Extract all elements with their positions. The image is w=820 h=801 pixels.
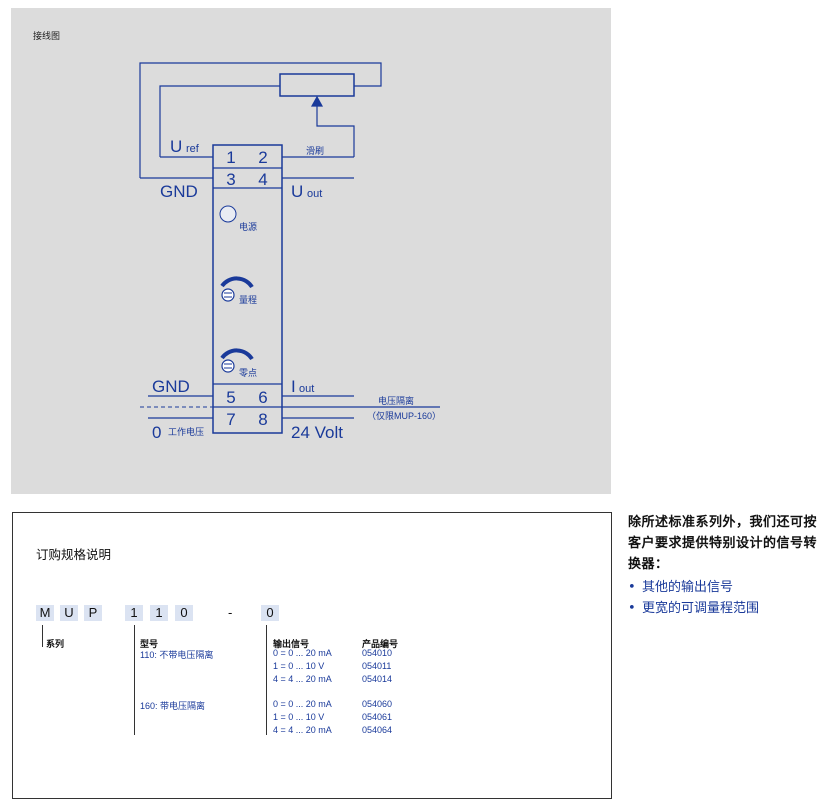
terminal-5: 5 bbox=[226, 388, 235, 407]
product-160-0: 054060 bbox=[362, 699, 393, 709]
wire-outer-loop bbox=[139, 62, 382, 178]
list-item: 其他的输出信号 bbox=[628, 577, 820, 598]
code-cell-1a: 1 bbox=[125, 605, 143, 621]
custom-options-text: 除所述标准系列外，我们还可按客户要求提供特别设计的信号转换器： 其他的输出信号 … bbox=[628, 512, 820, 619]
wiper-arrow bbox=[310, 95, 324, 107]
model-110: 110: 不带电压隔离 bbox=[140, 650, 214, 660]
list-item: 更宽的可调量程范围 bbox=[628, 598, 820, 619]
series-line bbox=[42, 625, 43, 647]
isolation-note: （仅限MUP-160） bbox=[367, 410, 441, 421]
code-dash: - bbox=[228, 605, 233, 620]
series-label: 系列 bbox=[46, 640, 65, 650]
i-out-sub: out bbox=[299, 383, 314, 395]
module-box bbox=[212, 144, 283, 434]
model-label: 型号 bbox=[140, 640, 159, 650]
code-cell-m: M bbox=[36, 605, 54, 621]
u-ref-sub: ref bbox=[186, 143, 200, 155]
model-160: 160: 带电压隔离 bbox=[140, 701, 206, 711]
power-label: 电源 bbox=[239, 221, 257, 232]
output-160-4: 4 = 4 ... 20 mA bbox=[273, 725, 332, 735]
output-110-1: 1 = 0 ... 10 V bbox=[273, 661, 325, 671]
zero-label: 零点 bbox=[239, 368, 257, 378]
range-screw-icon bbox=[221, 288, 235, 302]
u-ref-label: U bbox=[170, 137, 182, 156]
code-cell-u: U bbox=[60, 605, 78, 621]
gnd-label-top: GND bbox=[160, 182, 198, 201]
output-110-4: 4 = 4 ... 20 mA bbox=[273, 674, 332, 684]
wiring-diagram-title: 接线图 bbox=[33, 32, 61, 42]
gnd-label-bottom: GND bbox=[152, 377, 190, 396]
op-voltage-label: 工作电压 bbox=[168, 426, 204, 437]
ordering-info-box bbox=[12, 512, 612, 799]
wire-wiper bbox=[316, 104, 355, 157]
terminal-4: 4 bbox=[258, 170, 267, 189]
code-cell-p: P bbox=[84, 605, 102, 621]
product-110-1: 054011 bbox=[362, 661, 392, 671]
zero-volt-label: 0 bbox=[152, 423, 161, 442]
ordering-title: 订购规格说明 bbox=[36, 547, 112, 562]
volt24-label: 24 Volt bbox=[291, 423, 343, 442]
terminal-6: 6 bbox=[258, 388, 267, 407]
output-110-0: 0 = 0 ... 20 mA bbox=[273, 648, 332, 658]
range-arc bbox=[220, 276, 254, 289]
zero-arc bbox=[220, 348, 254, 361]
wiring-diagram-panel bbox=[11, 8, 611, 494]
wiper-label: 滑刷 bbox=[306, 146, 324, 156]
i-out-label: I bbox=[291, 377, 296, 396]
output-160-0: 0 = 0 ... 20 mA bbox=[273, 699, 332, 709]
product-160-1: 054061 bbox=[362, 712, 393, 722]
power-led bbox=[219, 205, 237, 223]
output-label: 输出信号 bbox=[273, 640, 310, 650]
zero-screw-icon bbox=[221, 359, 235, 373]
u-out-label: U bbox=[291, 182, 303, 201]
code-cell-0: 0 bbox=[175, 605, 193, 621]
product-110-0: 054010 bbox=[362, 648, 393, 658]
custom-options-list: 其他的输出信号 更宽的可调量程范围 bbox=[628, 577, 820, 619]
isolation-label: 电压隔离 bbox=[378, 395, 414, 406]
model-line bbox=[134, 625, 135, 735]
product-label: 产品编号 bbox=[362, 640, 399, 650]
wire-inner-loop bbox=[159, 85, 280, 157]
code-cell-1b: 1 bbox=[150, 605, 168, 621]
terminal-8: 8 bbox=[258, 410, 267, 429]
terminal-1: 1 bbox=[226, 148, 235, 167]
terminal-2: 2 bbox=[258, 148, 267, 167]
terminal-7: 7 bbox=[226, 410, 235, 429]
code-cell-output: 0 bbox=[261, 605, 279, 621]
product-110-4: 054014 bbox=[362, 674, 393, 684]
terminal-3: 3 bbox=[226, 170, 235, 189]
product-160-4: 054064 bbox=[362, 725, 393, 735]
range-label: 量程 bbox=[239, 295, 257, 305]
output-line bbox=[266, 625, 267, 735]
u-out-sub: out bbox=[307, 188, 322, 200]
custom-options-paragraph: 除所述标准系列外，我们还可按客户要求提供特别设计的信号转换器： bbox=[628, 515, 818, 572]
output-160-1: 1 = 0 ... 10 V bbox=[273, 712, 325, 722]
potentiometer bbox=[279, 73, 355, 97]
